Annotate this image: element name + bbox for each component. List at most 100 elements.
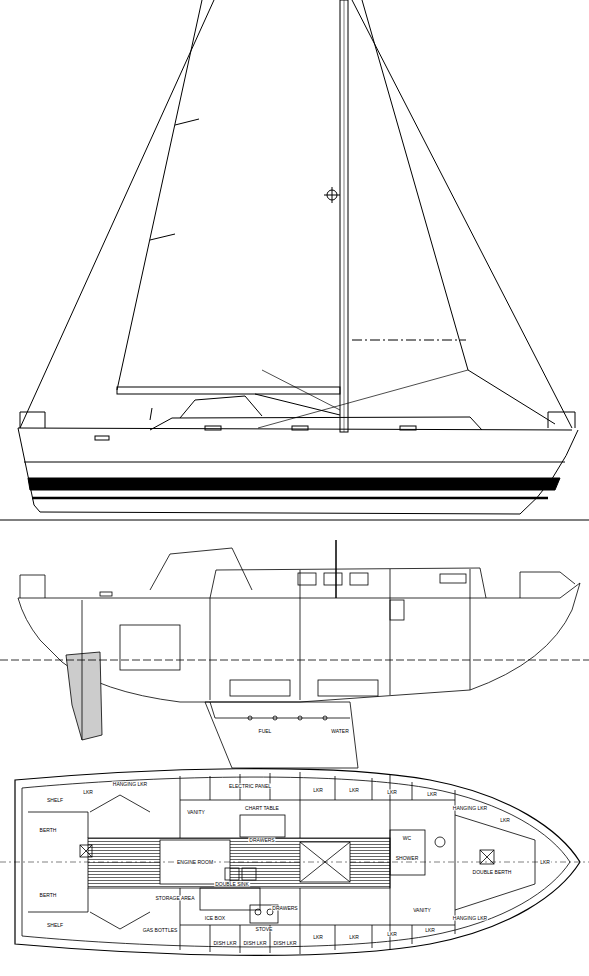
drawing-stroke bbox=[344, 0, 345, 432]
part-label: LKR bbox=[312, 788, 324, 793]
part-label: DISH LKR bbox=[212, 941, 237, 946]
drawing-stroke bbox=[200, 888, 260, 910]
drawing-stroke bbox=[150, 234, 175, 240]
drawing-stroke bbox=[225, 868, 239, 880]
part-label: GAS BOTTLES bbox=[142, 928, 179, 933]
part-label: LKR bbox=[539, 860, 551, 865]
drawing-stroke bbox=[100, 592, 112, 596]
drawing-stroke bbox=[150, 548, 252, 590]
part-label: FUEL bbox=[258, 729, 273, 734]
drawing-stroke bbox=[82, 600, 83, 740]
part-label: LKR bbox=[82, 790, 94, 795]
drawing-stroke bbox=[205, 426, 221, 430]
part-label: LKR bbox=[348, 788, 360, 793]
drawing-stroke bbox=[440, 574, 466, 583]
drawing-stroke bbox=[300, 888, 301, 954]
drawing-stroke bbox=[300, 570, 301, 700]
drawing-stroke bbox=[66, 652, 102, 740]
drawing-stroke bbox=[175, 119, 199, 125]
drawing-stroke bbox=[340, 0, 348, 432]
drawing-stroke bbox=[180, 776, 181, 838]
drawing-stroke bbox=[205, 702, 358, 768]
part-label: LKR bbox=[386, 790, 398, 795]
drawing-stroke bbox=[298, 716, 302, 720]
drawing-stroke bbox=[20, 412, 45, 428]
drawing-stroke bbox=[95, 436, 109, 440]
part-label: BERTH bbox=[39, 828, 58, 833]
drawing-stroke bbox=[300, 772, 301, 838]
drawing-stroke bbox=[352, 340, 466, 341]
part-label: DRAWERS bbox=[271, 906, 298, 911]
drawing-stroke bbox=[468, 370, 555, 424]
part-label: VANITY bbox=[186, 810, 206, 815]
drawing-stroke bbox=[0, 862, 589, 863]
drawing-stroke bbox=[210, 598, 211, 700]
drawing-stroke bbox=[180, 800, 455, 925]
drawing-stroke bbox=[318, 680, 378, 696]
drawing-stroke bbox=[210, 568, 486, 598]
drawing-stroke bbox=[20, 575, 45, 598]
part-label: CHART TABLE bbox=[244, 806, 280, 811]
part-label: VANITY bbox=[412, 908, 432, 913]
part-label: DRAWERS bbox=[248, 838, 275, 843]
drawing-stroke bbox=[335, 540, 337, 598]
drawing-stroke bbox=[248, 716, 252, 720]
drawing-stroke bbox=[470, 569, 471, 690]
drawing-stroke bbox=[298, 573, 316, 585]
part-label: SHOWER bbox=[395, 856, 420, 861]
part-label: DOUBLE SINK bbox=[214, 882, 250, 887]
drawing-stroke bbox=[32, 497, 548, 500]
part-label: HANGING LKR bbox=[452, 806, 488, 811]
drawing-stroke bbox=[352, 0, 572, 428]
drawing-stroke bbox=[180, 396, 262, 418]
part-label: STORAGE AREA bbox=[154, 896, 195, 901]
drawing-stroke bbox=[150, 408, 152, 420]
drawing-stroke bbox=[390, 830, 425, 875]
drawing-stroke bbox=[80, 845, 92, 857]
drawing-stroke bbox=[390, 600, 404, 620]
drawing-stroke bbox=[80, 845, 92, 857]
drawing-stroke bbox=[520, 572, 575, 598]
drawing-stroke bbox=[548, 412, 575, 428]
drawing-stroke bbox=[0, 660, 589, 661]
inboard-profile bbox=[0, 540, 589, 768]
drawing-stroke bbox=[20, 0, 214, 428]
drawing-stroke bbox=[24, 462, 565, 463]
drawing-stroke bbox=[335, 776, 412, 950]
part-label: DISH LKR bbox=[272, 941, 297, 946]
drawing-stroke bbox=[455, 790, 456, 934]
drawing-stroke bbox=[80, 845, 92, 857]
part-label: ICE BOX bbox=[204, 916, 226, 921]
drawing-stroke bbox=[117, 0, 202, 390]
part-label: LKR bbox=[348, 935, 360, 940]
drawing-stroke bbox=[324, 573, 342, 585]
drawing-stroke bbox=[210, 702, 350, 718]
drawing-stroke bbox=[242, 868, 256, 880]
drawing-stroke bbox=[390, 569, 391, 695]
drawing-stroke bbox=[120, 625, 180, 670]
part-label: LKR bbox=[424, 928, 436, 933]
drawing-stroke bbox=[240, 815, 285, 837]
drawing-stroke bbox=[332, 187, 333, 203]
drawing-stroke bbox=[18, 583, 580, 702]
drawing-stroke bbox=[435, 837, 445, 847]
part-label: LKR bbox=[386, 932, 398, 937]
part-label: ELECTRIC PANEL bbox=[228, 784, 272, 789]
part-label: WATER bbox=[330, 729, 350, 734]
drawing-stroke bbox=[262, 370, 340, 410]
part-label: LKR bbox=[426, 792, 438, 797]
part-label: DISH LKR bbox=[242, 941, 267, 946]
drawing-stroke bbox=[0, 520, 589, 521]
part-label: STOVE bbox=[255, 927, 274, 932]
part-label: LKR bbox=[312, 935, 324, 940]
drawing-stroke bbox=[255, 909, 261, 915]
part-label: WC bbox=[402, 836, 412, 841]
drawing-stroke bbox=[362, 0, 468, 370]
drawing-stroke bbox=[255, 394, 340, 415]
drawing-stroke bbox=[323, 716, 327, 720]
part-label: BERTH bbox=[39, 893, 58, 898]
drawing-stroke bbox=[350, 573, 368, 585]
drawing-stroke bbox=[150, 417, 482, 430]
